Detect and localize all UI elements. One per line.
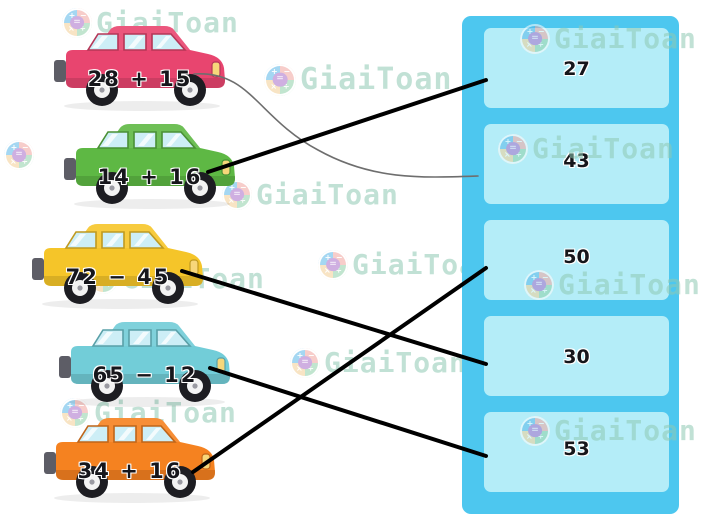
watermark: +−×÷GiaiToan: [264, 62, 453, 97]
answer-value-43: 43: [563, 150, 590, 172]
answer-panel: 27 43 50 30 53: [462, 16, 679, 514]
watermark-brand-text: GiaiToan: [256, 178, 399, 211]
answer-value-27: 27: [563, 58, 590, 80]
answer-box-50[interactable]: 50: [484, 220, 669, 300]
brand-logo-icon: +−×÷: [264, 63, 296, 96]
car-2-problem[interactable]: 14 + 16: [50, 118, 250, 214]
answer-box-43[interactable]: 43: [484, 124, 669, 204]
brand-logo-icon: +−×÷: [4, 140, 34, 170]
connector-car-blue-to-answer-53[interactable]: [208, 366, 488, 458]
answer-box-27[interactable]: 27: [484, 28, 669, 108]
watermark-brand-text: GiaiToan: [300, 62, 453, 97]
car-4-problem[interactable]: 65 − 12: [45, 316, 245, 412]
watermark: +−×÷GiaiToan: [290, 346, 467, 379]
answer-value-50: 50: [563, 246, 590, 268]
answer-box-30[interactable]: 30: [484, 316, 669, 396]
answer-box-53[interactable]: 53: [484, 412, 669, 492]
watermark: +−×÷: [4, 140, 34, 170]
answer-value-53: 53: [563, 438, 590, 460]
watermark-brand-text: GiaiToan: [324, 346, 467, 379]
answer-value-30: 30: [563, 346, 590, 368]
car-1-problem[interactable]: 28 + 15: [40, 20, 240, 116]
brand-logo-icon: +−×÷: [318, 249, 348, 280]
car-5-problem[interactable]: 34 + 16: [30, 412, 230, 508]
car-3-problem[interactable]: 72 − 45: [18, 218, 218, 314]
brand-logo-icon: +−×÷: [290, 347, 320, 378]
